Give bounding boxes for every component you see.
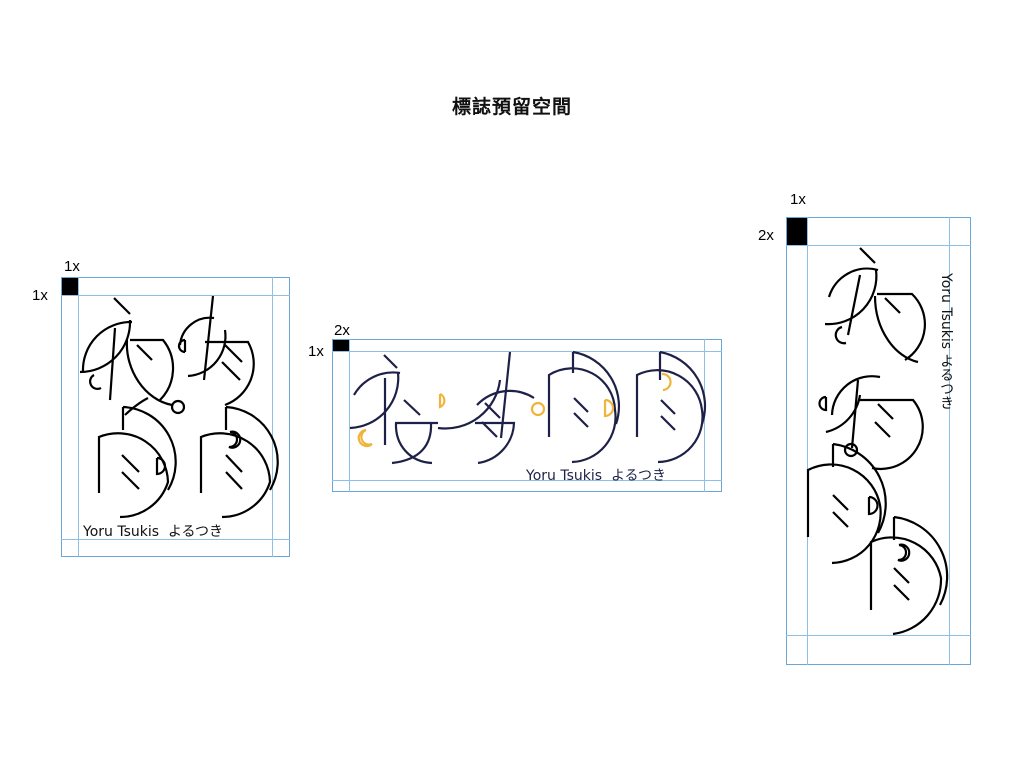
- clearspace-frame: [61, 277, 290, 557]
- guide-line: [78, 277, 79, 557]
- clearspace-frame: [332, 339, 722, 492]
- guide-line: [61, 295, 290, 296]
- guide-line: [349, 339, 350, 492]
- unit-x-label: 1x: [64, 258, 80, 275]
- caption-jp: よるつき: [167, 524, 223, 540]
- guide-line: [61, 539, 290, 540]
- caption-en: Yoru Tsukis: [83, 524, 160, 540]
- guide-line: [786, 635, 971, 636]
- guide-line: [807, 217, 808, 665]
- caption-en: Yoru Tsukis: [938, 273, 954, 350]
- guide-line: [786, 245, 971, 246]
- unit-y-label: 1x: [308, 343, 324, 360]
- caption-jp: よるつき: [610, 468, 666, 484]
- guide-line: [332, 480, 722, 481]
- caption-vertical: Yoru Tsukis よるつき: [936, 273, 956, 409]
- guide-line: [949, 217, 950, 665]
- page-title: 標誌預留空間: [451, 96, 572, 118]
- unit-square: [333, 340, 349, 351]
- unit-square: [62, 278, 78, 295]
- caption-en: Yoru Tsukis: [526, 468, 603, 484]
- unit-square: [787, 218, 807, 245]
- guide-line: [332, 351, 722, 352]
- unit-x-label: 2x: [334, 322, 350, 339]
- guide-line: [272, 277, 273, 557]
- unit-x-label: 1x: [790, 191, 806, 208]
- caption-jp: よるつき: [938, 353, 954, 410]
- caption: Yoru Tsukis よるつき: [83, 521, 223, 541]
- caption: Yoru Tsukis よるつき: [526, 465, 666, 485]
- unit-y-label: 2x: [758, 227, 774, 244]
- clearspace-frame: [786, 217, 971, 665]
- unit-y-label: 1x: [32, 287, 48, 304]
